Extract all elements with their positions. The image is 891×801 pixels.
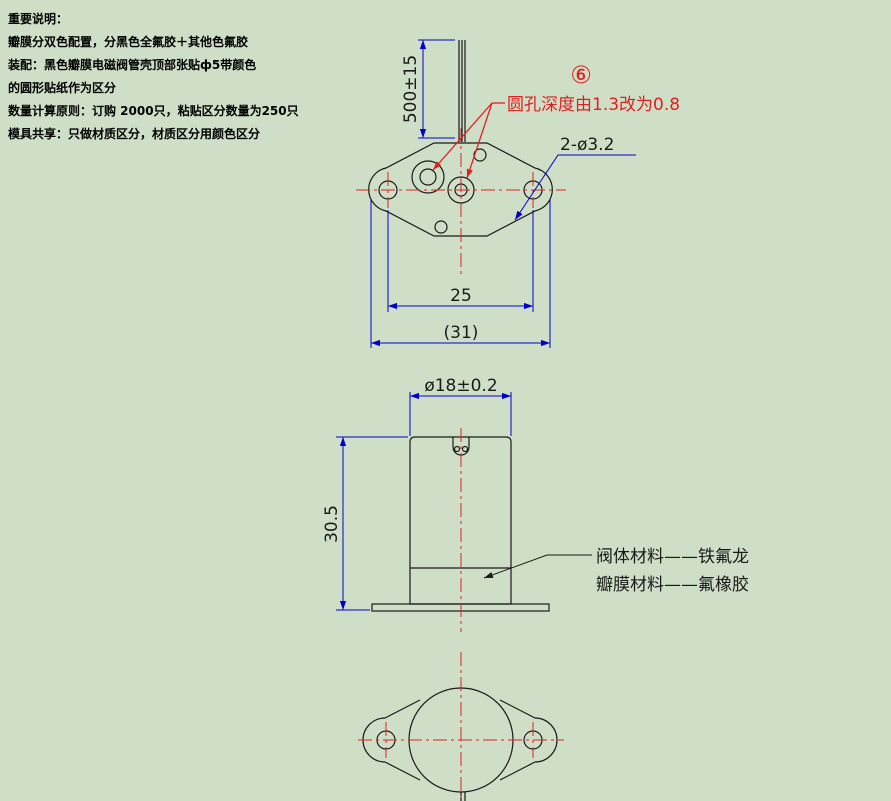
revision-note: 圆孔深度由1.3改为0.8	[507, 95, 680, 115]
material-leader	[483, 554, 592, 579]
note-line-3: 装配：黑色瓣膜电磁阀管壳顶部张贴ф5带颜色	[8, 58, 257, 72]
wire-exit-hole-left	[453, 445, 461, 453]
note-line-5: 数量计算原则：订购 2000只，粘贴区分数量为250只	[8, 104, 299, 118]
wire-exit-hole-right	[461, 445, 469, 453]
note-line-2: 瓣膜分双色配置，分黑色全氟胶＋其他色氟胶	[8, 35, 249, 49]
revision-mark: ⑥	[570, 61, 592, 89]
front-body-outline	[409, 436, 512, 605]
note-line-4: 的圆形贴纸作为区分	[8, 81, 117, 95]
wire-length-dim: 500±15	[401, 55, 421, 123]
port-left-inner	[419, 168, 437, 186]
wire	[458, 40, 466, 142]
top-centerlines	[356, 128, 566, 276]
material-body: 阀体材料——铁氟龙	[596, 547, 749, 567]
hole-dim: 2-ø3.2	[560, 135, 614, 155]
diameter-dim: ø18±0.2	[424, 376, 497, 396]
top-dimensions	[370, 39, 636, 348]
note-line-1: 重要说明：	[8, 12, 69, 26]
overall-width-dim: (31)	[444, 323, 479, 343]
material-membrane: 瓣膜材料——氟橡胶	[596, 575, 749, 595]
hole-spacing-dim: 25	[450, 286, 472, 306]
front-dimensions	[336, 392, 512, 611]
note-line-6: 模具共享：只做材质区分，材质区分用颜色区分	[8, 127, 261, 141]
top-view	[368, 40, 553, 237]
bottom-centerlines	[358, 652, 564, 801]
revision-leaders	[432, 102, 505, 179]
bottom-view	[362, 687, 558, 801]
top-flange-outline	[368, 142, 553, 237]
height-dim: 30.5	[322, 505, 342, 543]
notes-block: 重要说明： 瓣膜分双色配置，分黑色全氟胶＋其他色氟胶 装配：黑色瓣膜电磁阀管壳顶…	[8, 10, 299, 148]
small-hole-lower	[434, 220, 448, 234]
port-left-outer	[411, 160, 445, 194]
